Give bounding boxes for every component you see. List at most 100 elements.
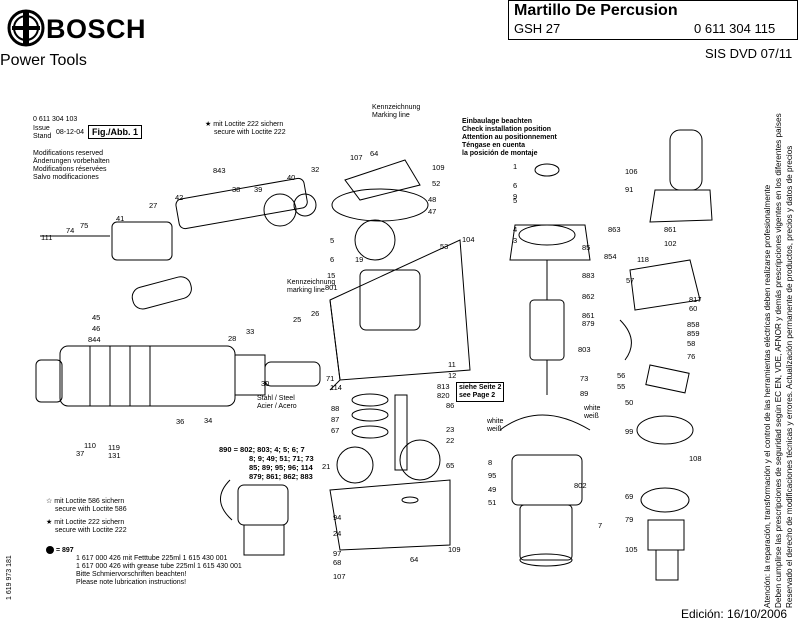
note-line: Einbaulage beachten bbox=[462, 118, 533, 125]
part-label: 108 bbox=[689, 454, 702, 463]
note-line: see Page 2 bbox=[459, 392, 496, 399]
modifications-line: Modifications réservées bbox=[33, 166, 107, 173]
note-line: Marking line bbox=[372, 112, 410, 119]
part-label: 64 bbox=[410, 555, 418, 564]
part-label: 3 bbox=[513, 236, 517, 245]
part-label: 26 bbox=[311, 309, 319, 318]
marking-line-note-mid: Kennzeichnung marking line bbox=[287, 279, 335, 295]
part-label: 862 bbox=[582, 292, 595, 301]
note-line: 1 617 000 426 mit Fetttube 225ml 1 615 4… bbox=[76, 554, 228, 562]
part-label: 861 bbox=[582, 311, 595, 320]
steel-note: Stahl / Steel Acier / Acero bbox=[257, 395, 297, 411]
part-label: 12 bbox=[448, 371, 456, 380]
part-label: 74 bbox=[66, 226, 74, 235]
part-label: 5 bbox=[330, 236, 334, 245]
drawing-number: 0 611 304 103 bbox=[33, 116, 78, 123]
product-code: 0 611 304 115 bbox=[694, 21, 776, 36]
part-label: 843 bbox=[213, 166, 226, 175]
part-label: 41 bbox=[116, 214, 124, 223]
note-line: Please note lubrication instructions! bbox=[76, 578, 187, 586]
part-label: 32 bbox=[311, 165, 319, 174]
part-label: 24 bbox=[333, 529, 341, 538]
part-label: 94 bbox=[333, 513, 341, 522]
wire-label-white: white weiß bbox=[487, 418, 503, 434]
note-line: secure with Loctite 586 bbox=[55, 506, 127, 513]
note-line: Attention au positionnement bbox=[462, 134, 557, 141]
grease-dot-icon bbox=[46, 546, 54, 554]
marking-line-note-top: Kennzeichnung Marking line bbox=[372, 104, 420, 120]
part-callouts: 107 64 109 52 48 47 19 843 42 38 39 40 3… bbox=[41, 149, 702, 581]
part-label: 64 bbox=[370, 149, 378, 158]
stand-label: Stand bbox=[33, 133, 52, 140]
part-label: 803 bbox=[578, 345, 591, 354]
part-label: 104 bbox=[462, 235, 475, 244]
part-label: 102 bbox=[664, 239, 677, 248]
part-label: 88 bbox=[331, 404, 339, 413]
note-line: 1 617 000 426 with grease tube 225ml 1 6… bbox=[76, 562, 242, 570]
part-label: 6 bbox=[513, 181, 517, 190]
part-label: 57 bbox=[626, 276, 634, 285]
part-label: 87 bbox=[331, 415, 339, 424]
part-label: 69 bbox=[625, 492, 633, 501]
part-label: 23 bbox=[446, 425, 454, 434]
part-label: 820 bbox=[437, 391, 450, 400]
part-label: 11 bbox=[448, 360, 456, 369]
part-label: 85 bbox=[582, 243, 590, 252]
product-title: Martillo De Percusion bbox=[514, 2, 678, 19]
gear-housing bbox=[329, 159, 471, 551]
bosch-logo bbox=[6, 8, 171, 50]
spindle-assembly bbox=[40, 177, 317, 310]
part-label: 27 bbox=[149, 201, 157, 210]
part-label: 858 bbox=[687, 320, 700, 329]
part-label: 58 bbox=[687, 339, 695, 348]
part-label: 65 bbox=[446, 461, 454, 470]
part-label: 50 bbox=[625, 398, 633, 407]
loctite-586-note: ☆ mit Loctite 586 sichern secure with Lo… bbox=[46, 498, 127, 513]
loctite-222-note-top: ★ mit Loctite 222 sichern secure with Lo… bbox=[205, 121, 286, 136]
motor-unit-small bbox=[220, 479, 289, 556]
part-label: 45 bbox=[92, 313, 100, 322]
note-line: white bbox=[487, 418, 504, 425]
part-label: 9 bbox=[513, 192, 517, 201]
part-label: 95 bbox=[488, 471, 496, 480]
part-label: 47 bbox=[428, 207, 436, 216]
field-and-housing bbox=[499, 414, 591, 567]
part-label: 802 bbox=[574, 481, 587, 490]
part-label: 89 bbox=[580, 389, 588, 398]
part-label: 56 bbox=[617, 371, 625, 380]
kit-line: 85; 89; 95; 96; 114 bbox=[249, 463, 313, 472]
modifications-note: Modifications reserved Änderungen vorbeh… bbox=[33, 150, 110, 182]
note-line: Kennzeichnung bbox=[287, 279, 336, 286]
part-label: 110 bbox=[84, 441, 96, 450]
part-label: 854 bbox=[604, 252, 617, 261]
note-line: Stahl / Steel bbox=[257, 395, 295, 402]
part-label: 55 bbox=[617, 382, 625, 391]
part-label: 105 bbox=[625, 545, 638, 554]
part-label: 15 bbox=[327, 271, 335, 280]
note-line: Acier / Acero bbox=[257, 403, 297, 410]
part-label: 34 bbox=[204, 416, 212, 425]
part-label: 863 bbox=[608, 225, 621, 234]
part-label: 4 bbox=[513, 225, 517, 234]
part-label: 22 bbox=[446, 436, 454, 445]
sis-reference: SIS DVD 07/11 bbox=[705, 46, 793, 61]
note-line: weiß bbox=[584, 413, 599, 420]
note-line: Bitte Schmiervorschriften beachten! bbox=[76, 570, 187, 578]
part-label: 844 bbox=[88, 335, 101, 344]
note-line: white bbox=[584, 405, 601, 412]
part-label: 119 bbox=[108, 443, 120, 452]
note-line: Check installation position bbox=[462, 126, 552, 133]
part-label: 107 bbox=[333, 572, 346, 581]
part-label: 28 bbox=[228, 334, 236, 343]
part-label: 73 bbox=[580, 374, 588, 383]
note-line: Téngase en cuenta bbox=[462, 142, 526, 149]
brand-name: BOSCH bbox=[46, 14, 147, 44]
part-label: 36 bbox=[176, 417, 184, 426]
part-label: 801 bbox=[325, 283, 338, 292]
title-box bbox=[508, 0, 798, 40]
part-label: 109 bbox=[432, 163, 445, 172]
division-name: Power Tools bbox=[0, 52, 87, 69]
note-line: marking line bbox=[287, 287, 325, 294]
part-label: 861 bbox=[664, 225, 677, 234]
